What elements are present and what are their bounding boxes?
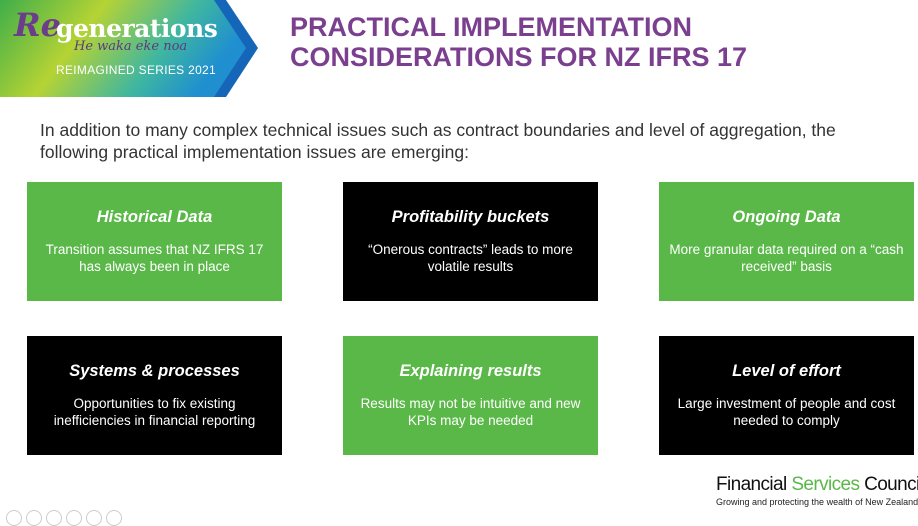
control-button[interactable]: [6, 510, 22, 526]
page-title: PRACTICAL IMPLEMENTATION CONSIDERATIONS …: [290, 12, 747, 72]
card-ongoing-data: Ongoing Data More granular data required…: [659, 182, 914, 301]
intro-text: In addition to many complex technical is…: [40, 120, 836, 162]
logo-generations: generations: [56, 14, 218, 43]
logo-subtitle: He waka eke noa: [74, 39, 188, 54]
slide-controls: [6, 510, 122, 526]
control-button[interactable]: [106, 510, 122, 526]
title-line-1: PRACTICAL IMPLEMENTATION: [290, 12, 692, 42]
card-title: Level of effort: [732, 362, 841, 380]
series-label: REIMAGINED SERIES 2021: [56, 63, 216, 77]
card-title: Historical Data: [96, 208, 213, 226]
fsc-logo: Financial Services Council. Growing and …: [716, 474, 918, 507]
card-historical-data: Historical Data Transition assumes that …: [27, 182, 282, 301]
fsc-name-1: Financial: [716, 474, 792, 495]
title-line-2: CONSIDERATIONS FOR NZ IFRS 17: [290, 42, 748, 72]
fsc-name: Financial Services Council.: [716, 474, 918, 496]
card-systems-processes: Systems & processes Opportunities to fix…: [27, 336, 282, 455]
card-title: Ongoing Data: [732, 208, 841, 226]
control-button[interactable]: [66, 510, 82, 526]
card-text: Opportunities to fix existing inefficien…: [53, 396, 256, 428]
card-text: Results may not be intuitive and new KPI…: [360, 396, 581, 428]
regenerations-banner: Re generations He waka eke noa REIMAGINE…: [0, 0, 258, 97]
banner-arrow-shape: [0, 0, 258, 97]
card-level-of-effort: Level of effort Large investment of peop…: [659, 336, 914, 455]
card-text: Transition assumes that NZ IFRS 17 has a…: [45, 242, 264, 274]
card-text: Large investment of people and cost need…: [677, 396, 896, 428]
control-button[interactable]: [46, 510, 62, 526]
card-title: Profitability buckets: [391, 208, 550, 226]
card-explaining-results: Explaining results Results may not be in…: [343, 336, 598, 455]
card-title: Systems & processes: [69, 362, 240, 380]
fsc-tagline: Growing and protecting the wealth of New…: [716, 497, 918, 507]
control-button[interactable]: [86, 510, 102, 526]
fsc-name-3: Council: [859, 474, 918, 495]
logo-re: Re: [14, 6, 61, 44]
card-title: Explaining results: [399, 362, 542, 380]
fsc-name-2: Services: [791, 474, 860, 495]
card-text: More granular data required on a “cash r…: [669, 242, 904, 274]
card-profitability-buckets: Profitability buckets “Onerous contracts…: [343, 182, 598, 301]
control-button[interactable]: [26, 510, 42, 526]
card-text: “Onerous contracts” leads to more volati…: [368, 242, 573, 274]
